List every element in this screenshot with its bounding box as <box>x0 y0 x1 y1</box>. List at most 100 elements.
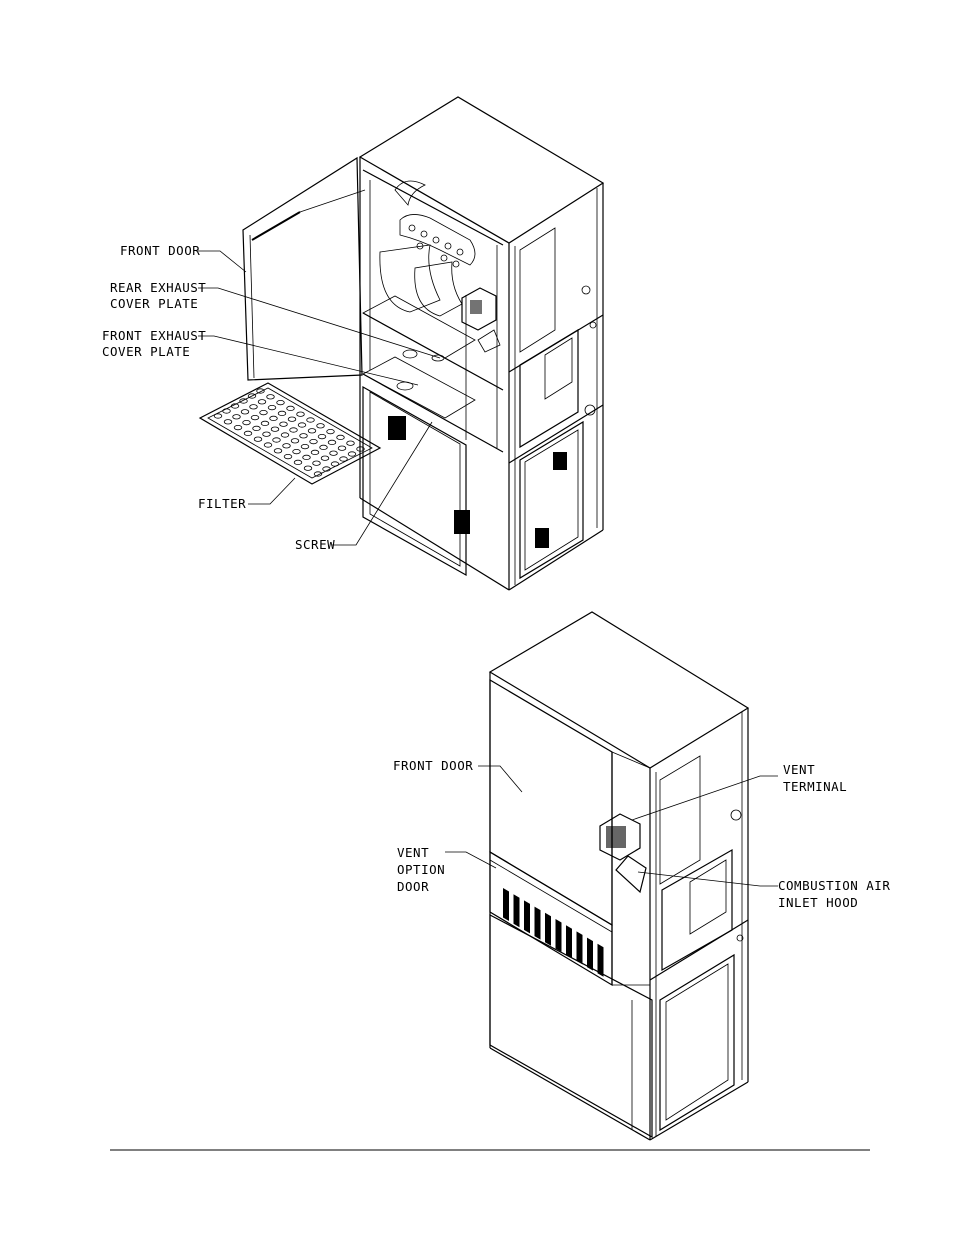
callout-vent-option-1: VENT <box>397 845 429 860</box>
filter-hole <box>308 429 316 433</box>
filter-hole <box>317 424 325 428</box>
filter-hole <box>233 415 241 419</box>
leader-lines <box>198 251 778 886</box>
filter-hole <box>258 400 266 404</box>
filter-hole <box>287 406 295 410</box>
callout-front-door-top: FRONT DOOR <box>120 243 200 258</box>
filter-hole <box>318 434 326 438</box>
filter-hole <box>264 443 272 447</box>
callout-vent-option-3: DOOR <box>397 879 429 894</box>
side-lower-door <box>520 422 583 578</box>
filter-hole <box>244 431 252 435</box>
combustion-air-inlet-hood <box>616 856 646 892</box>
filter-hole <box>311 450 319 454</box>
filter-hole <box>290 428 298 432</box>
filter-hole <box>347 441 355 445</box>
filter-hole <box>340 457 348 461</box>
callout-rear-exhaust-1: REAR EXHAUST <box>110 280 206 295</box>
callout-rear-exhaust-2: COVER PLATE <box>110 296 198 311</box>
filter-hole <box>330 451 338 455</box>
filter-hole <box>307 418 315 422</box>
filter-hole <box>303 455 311 459</box>
filter-hole <box>320 445 328 449</box>
filter-hole <box>301 444 309 448</box>
vent-slot <box>535 907 541 940</box>
callout-front-exhaust-2: COVER PLATE <box>102 344 190 359</box>
filter-hole <box>223 409 231 413</box>
filter-hole <box>267 395 275 399</box>
callout-vent-terminal-1: VENT <box>783 762 815 777</box>
side-access-panel <box>520 330 578 447</box>
filter-hole <box>273 438 281 442</box>
filter-hole <box>293 449 301 453</box>
filter-hole <box>251 415 259 419</box>
vent-slot <box>556 919 562 952</box>
callout-vent-option-2: OPTION <box>397 862 445 877</box>
blower-housing <box>380 245 440 312</box>
bottom-side-lower-door <box>660 955 734 1130</box>
callout-combustion-2: INLET HOOD <box>778 895 858 910</box>
open-unit-figure <box>200 97 603 590</box>
bottom-side-access-panel <box>662 850 732 970</box>
filter-hole <box>214 414 222 418</box>
vent-option-louvers <box>503 888 604 977</box>
callout-combustion-1: COMBUSTION AIR <box>778 878 890 893</box>
filter-hole <box>270 416 278 420</box>
filter-hole <box>298 423 306 427</box>
filter-hole <box>241 410 249 414</box>
filter-hole <box>297 412 305 416</box>
vent-slot <box>524 900 530 933</box>
filter-hole <box>224 420 232 424</box>
filter-grid <box>200 383 380 484</box>
vent-slot <box>545 913 551 946</box>
filter-hole <box>243 420 251 424</box>
filter-hole <box>274 449 282 453</box>
filter-hole <box>278 411 286 415</box>
vent-slot <box>577 931 583 964</box>
filter-hole <box>321 456 329 460</box>
vent-slot <box>503 888 509 921</box>
filter-hole <box>331 462 339 466</box>
front-louver-2 <box>454 510 470 534</box>
filter-hole <box>283 444 291 448</box>
front-louver-1 <box>388 416 406 440</box>
filter-hole <box>327 429 335 433</box>
filter-hole <box>268 405 276 409</box>
filter-hole <box>234 425 242 429</box>
filter-hole <box>291 439 299 443</box>
filter-hole <box>281 433 289 437</box>
filter-hole <box>348 452 356 456</box>
filter-hole <box>261 421 269 425</box>
lower-door-louver-2 <box>535 528 549 548</box>
open-front-door <box>243 158 362 380</box>
filter-hole <box>288 417 296 421</box>
filter-hole <box>254 437 262 441</box>
side-upper-panel <box>520 228 555 352</box>
filter-hole <box>294 460 302 464</box>
filter-hole <box>310 439 318 443</box>
filter-hole <box>304 466 312 470</box>
callout-vent-terminal-2: TERMINAL <box>783 779 847 794</box>
filter-hole <box>280 422 288 426</box>
filter-hole <box>253 426 261 430</box>
vent-slot <box>587 938 593 971</box>
callout-screw: SCREW <box>295 537 335 552</box>
lower-door-louver <box>553 452 567 470</box>
callout-front-door-bottom: FRONT DOOR <box>393 758 473 773</box>
filter-hole <box>313 461 321 465</box>
filter-hole <box>300 434 308 438</box>
filter-hole <box>337 435 345 439</box>
filter-hole <box>257 389 265 393</box>
filter-hole <box>328 440 336 444</box>
burner-assembly <box>400 214 475 265</box>
vent-slot <box>566 925 572 958</box>
filter-hole <box>240 399 248 403</box>
filter-hole <box>338 446 346 450</box>
lower-front-panel <box>363 387 466 575</box>
vent-slot <box>514 894 520 927</box>
bottom-unit-roof <box>490 612 748 768</box>
callout-front-exhaust-1: FRONT EXHAUST <box>102 328 206 343</box>
filter-hole <box>284 454 292 458</box>
